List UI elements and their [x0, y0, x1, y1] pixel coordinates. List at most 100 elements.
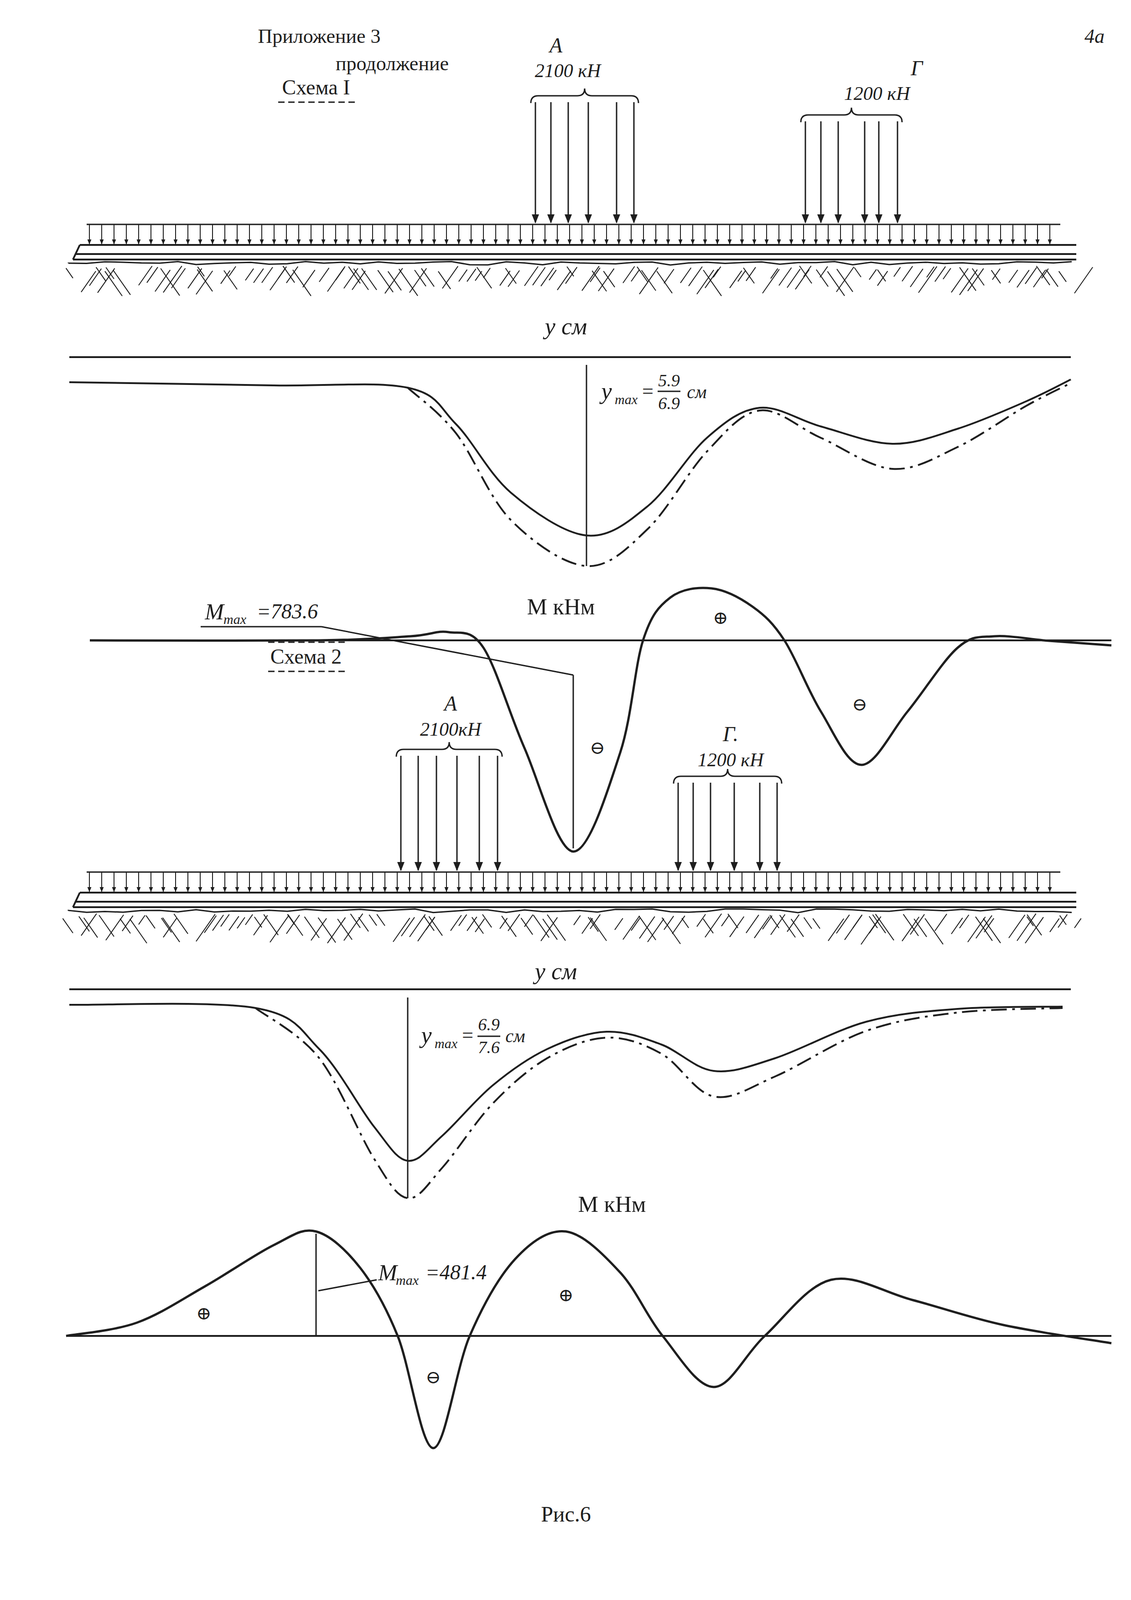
soil-hatch: [423, 915, 435, 931]
load-arrow-small: [212, 224, 213, 244]
soil-hatch: [631, 269, 640, 282]
soil-hatch: [302, 269, 316, 288]
load-arrow-small: [138, 871, 140, 892]
soil-hatch: [1027, 916, 1034, 926]
soil-hatch: [350, 913, 361, 929]
deflection-axis: [69, 356, 1071, 358]
load-arrow: [776, 782, 779, 871]
deflection-curve: [69, 379, 1071, 536]
load-arrow-small: [864, 871, 866, 892]
soil-hatch: [520, 918, 533, 935]
load-arrow: [837, 121, 840, 223]
soil-line: [68, 261, 1072, 265]
soil-hatch: [656, 271, 673, 294]
load-arrow-small: [162, 224, 164, 244]
load-arrow-small: [1012, 871, 1014, 892]
soil-hatch: [803, 265, 812, 277]
soil-hatch: [705, 269, 719, 288]
soil-hatch: [458, 914, 467, 926]
deflection-curve-dashed: [255, 1007, 1063, 1199]
label-text: ⊕: [558, 1286, 574, 1305]
load-arrow-small: [384, 871, 386, 892]
soil-hatch: [337, 918, 353, 940]
load-arrow-small: [593, 224, 595, 244]
load-arrow: [435, 755, 438, 871]
load-arrow-small: [901, 224, 903, 244]
soil-hatch: [145, 915, 156, 929]
load-arrow-small: [310, 224, 312, 244]
load-arrow-small: [101, 871, 103, 892]
load-arrow-small: [679, 224, 681, 244]
soil-hatch: [713, 266, 721, 278]
soil-hatch: [388, 271, 402, 291]
soil-hatch: [482, 914, 492, 928]
soil-hatch: [910, 914, 925, 935]
load-arrow-small: [729, 224, 731, 244]
soil-hatch: [505, 268, 517, 284]
soil-hatch: [83, 917, 98, 938]
load-arrow-small: [507, 871, 509, 892]
max-ordinate: [572, 674, 575, 849]
label-text: y см: [544, 314, 587, 339]
label-text: M: [378, 1260, 398, 1284]
label-text: =481.4: [425, 1261, 488, 1283]
soil-hatch: [319, 267, 330, 282]
load-arrow-small: [643, 871, 644, 892]
soil-hatch: [852, 915, 862, 929]
soil-hatch: [282, 265, 295, 283]
beam: [72, 892, 1077, 908]
soil-hatch: [872, 914, 886, 934]
load-arrow-small: [322, 224, 324, 244]
soil-hatch: [187, 268, 202, 289]
load-arrow-small: [901, 871, 903, 892]
load-arrow-small: [753, 224, 755, 244]
soil-hatch: [959, 914, 969, 929]
load-arrow-small: [519, 871, 521, 892]
soil-hatch: [269, 266, 287, 291]
load-arrow-small: [544, 224, 546, 244]
load-arrow-small: [889, 224, 891, 244]
soil-hatch: [263, 914, 279, 935]
soil-hatch: [959, 269, 978, 296]
soil-hatch: [770, 914, 785, 935]
load-arrow-small: [495, 871, 497, 892]
soil-hatch: [819, 266, 828, 278]
soil-hatch: [902, 266, 913, 282]
load-scheme: [62, 88, 1093, 945]
load-arrow-small: [1037, 224, 1038, 244]
label-text: А: [444, 693, 457, 715]
load-arrow-small: [433, 871, 435, 892]
underline: [278, 101, 355, 104]
soil-hatch: [161, 918, 172, 933]
moment-axis: [66, 1334, 1112, 1337]
load-arrow-small: [347, 871, 349, 892]
chart-axes: [66, 357, 1112, 1336]
load-arrow-small: [827, 871, 829, 892]
soil-hatch: [212, 914, 224, 931]
load-arrow: [478, 755, 481, 871]
soil-hatch: [477, 267, 492, 289]
load-arrow-small: [556, 224, 558, 244]
soil-hatch: [327, 917, 346, 944]
soil-hatch: [119, 918, 131, 934]
load-arrow-small: [224, 224, 226, 244]
soil-hatch: [288, 914, 303, 936]
label-text: 5.9: [658, 371, 680, 390]
soil-hatch: [573, 915, 581, 925]
load-arrow-small: [310, 871, 312, 892]
load-arrow-small: [433, 224, 435, 244]
load-arrow-small: [618, 224, 620, 244]
soil-hatch: [245, 268, 254, 281]
label-text: y: [420, 1023, 432, 1048]
soil-hatch: [779, 914, 796, 938]
soil-hatch: [393, 918, 410, 942]
soil-hatch: [261, 267, 273, 283]
soil-hatch: [292, 269, 312, 296]
load-arrow-small: [125, 871, 127, 892]
soil-hatch: [466, 916, 478, 931]
leader-line: [321, 626, 574, 675]
soil-hatch: [1025, 917, 1044, 944]
soil-hatch: [951, 268, 969, 293]
soil-hatch: [197, 269, 213, 292]
load-arrow-small: [298, 871, 300, 892]
